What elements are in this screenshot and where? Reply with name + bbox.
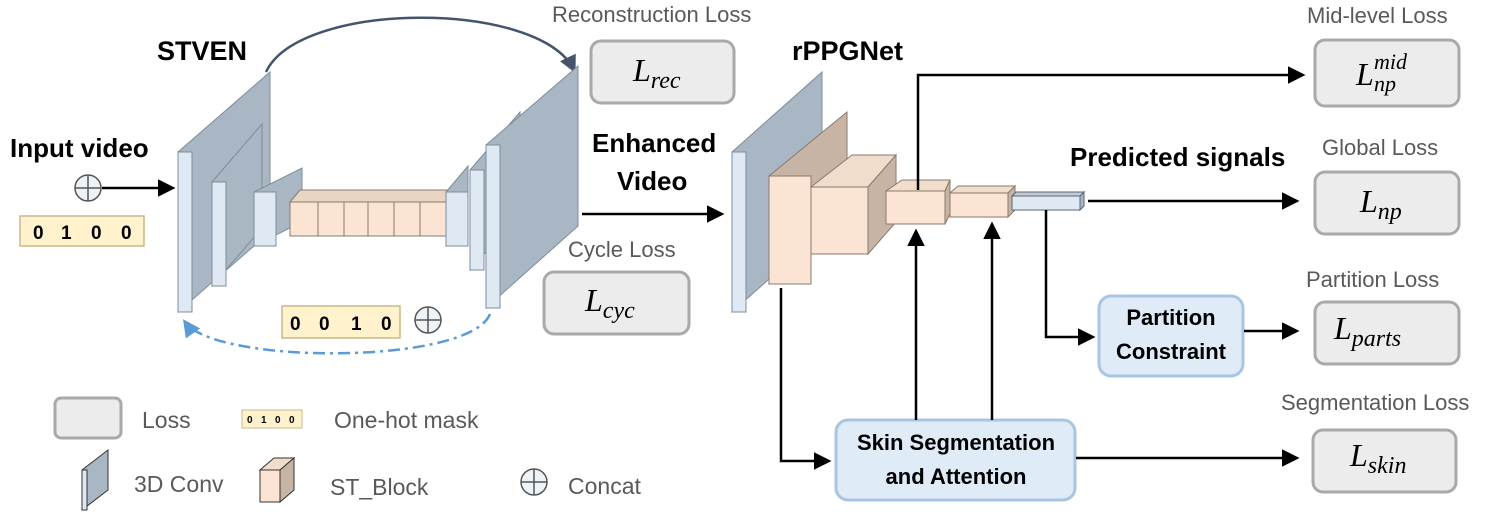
legend-stblock-swatch	[258, 456, 296, 504]
svg-text:0: 0	[319, 314, 330, 335]
svg-text:0: 0	[289, 415, 295, 426]
legend-3dconv-swatch	[81, 448, 109, 512]
rppgnet-st-block-2	[809, 153, 898, 256]
svg-text:Partition: Partition	[1126, 305, 1215, 330]
mid-level-arrow	[916, 66, 1306, 190]
segmentation-loss-box: Lskin	[1311, 428, 1458, 494]
rppgnet-title: rPPGNet	[792, 36, 903, 66]
mid-level-loss-box: L mid np	[1313, 38, 1461, 108]
svg-text:0: 0	[247, 415, 253, 426]
input-concat-icon	[74, 174, 102, 202]
input-video-label: Input video	[10, 133, 149, 163]
svg-text:0: 0	[381, 314, 392, 335]
mid-level-loss-caption: Mid-level Loss	[1307, 3, 1448, 28]
svg-text:0: 0	[275, 415, 281, 426]
svg-text:Lparts: Lparts	[1333, 310, 1401, 352]
svg-text:0: 0	[121, 223, 132, 244]
reconstruction-loss-caption: Reconstruction Loss	[552, 2, 751, 27]
partition-constraint-box: Partition Constraint	[1097, 294, 1245, 378]
legend-onehot-swatch: 0 1 0 0	[241, 409, 303, 429]
input-onehot-mask: 0 1 0 0	[19, 215, 145, 247]
legend-concat-icon	[520, 468, 548, 496]
segmentation-loss-caption: Segmentation Loss	[1281, 390, 1469, 415]
stven-title: STVEN	[157, 36, 247, 66]
cycle-loss-caption: Cycle Loss	[568, 237, 676, 262]
partition-input-arrow	[1044, 210, 1096, 346]
partition-loss-caption: Partition Loss	[1306, 267, 1439, 292]
svg-text:Skin Segmentation: Skin Segmentation	[857, 430, 1055, 455]
svg-text:Lrec: Lrec	[632, 52, 681, 94]
enhanced-video-label-line2: Video	[617, 166, 687, 196]
svg-text:L: L	[1355, 56, 1374, 92]
stven-conv-layer-3	[253, 167, 303, 247]
legend-onehot-label: One-hot mask	[334, 407, 479, 433]
skin-segmentation-box: Skin Segmentation and Attention	[834, 418, 1077, 502]
svg-text:and Attention: and Attention	[886, 464, 1027, 489]
legend-concat-label: Concat	[568, 473, 641, 499]
svg-text:1: 1	[351, 314, 362, 335]
target-onehot-mask: 0 0 1 0	[281, 305, 401, 339]
rppgnet-st-block-3	[884, 179, 951, 225]
legend-loss-swatch	[53, 396, 123, 440]
cycle-concat-icon	[414, 306, 442, 334]
svg-text:1: 1	[261, 415, 267, 426]
svg-text:mid: mid	[1374, 49, 1408, 74]
skin-input-arrow	[779, 288, 832, 470]
stven-st-block-chain	[288, 189, 458, 237]
legend-loss-label: Loss	[142, 407, 191, 433]
svg-text:Constraint: Constraint	[1116, 339, 1227, 364]
stven-deconv-layer-3	[445, 164, 469, 248]
svg-text:np: np	[1374, 71, 1396, 96]
rppgnet-output-conv	[1010, 190, 1086, 212]
rppgnet-st-block-4	[948, 184, 1017, 219]
rppgnet-st-block-1	[768, 110, 848, 286]
cycle-arc	[182, 313, 492, 355]
predicted-signals-label: Predicted signals	[1070, 142, 1285, 172]
global-loss-caption: Global Loss	[1322, 135, 1438, 160]
svg-text:Lcyc: Lcyc	[584, 282, 635, 324]
reconstruction-arc	[264, 16, 576, 74]
svg-text:Lskin: Lskin	[1349, 437, 1406, 479]
svg-text:Lnp: Lnp	[1359, 183, 1402, 225]
legend-3dconv-label: 3D Conv	[134, 471, 224, 497]
enhanced-video-label-line1: Enhanced	[592, 128, 716, 158]
partition-loss-box: Lparts	[1313, 300, 1461, 366]
cycle-loss-box: Lcyc	[542, 270, 691, 336]
svg-text:0: 0	[290, 314, 301, 335]
svg-text:0: 0	[91, 223, 102, 244]
legend-stblock-label: ST_Block	[330, 474, 429, 500]
svg-text:0: 0	[33, 223, 44, 244]
svg-text:1: 1	[61, 223, 72, 244]
reconstruction-loss-box: Lrec	[589, 39, 736, 105]
stven-deconv-layer-1	[485, 64, 579, 310]
global-loss-box: Lnp	[1313, 170, 1461, 236]
